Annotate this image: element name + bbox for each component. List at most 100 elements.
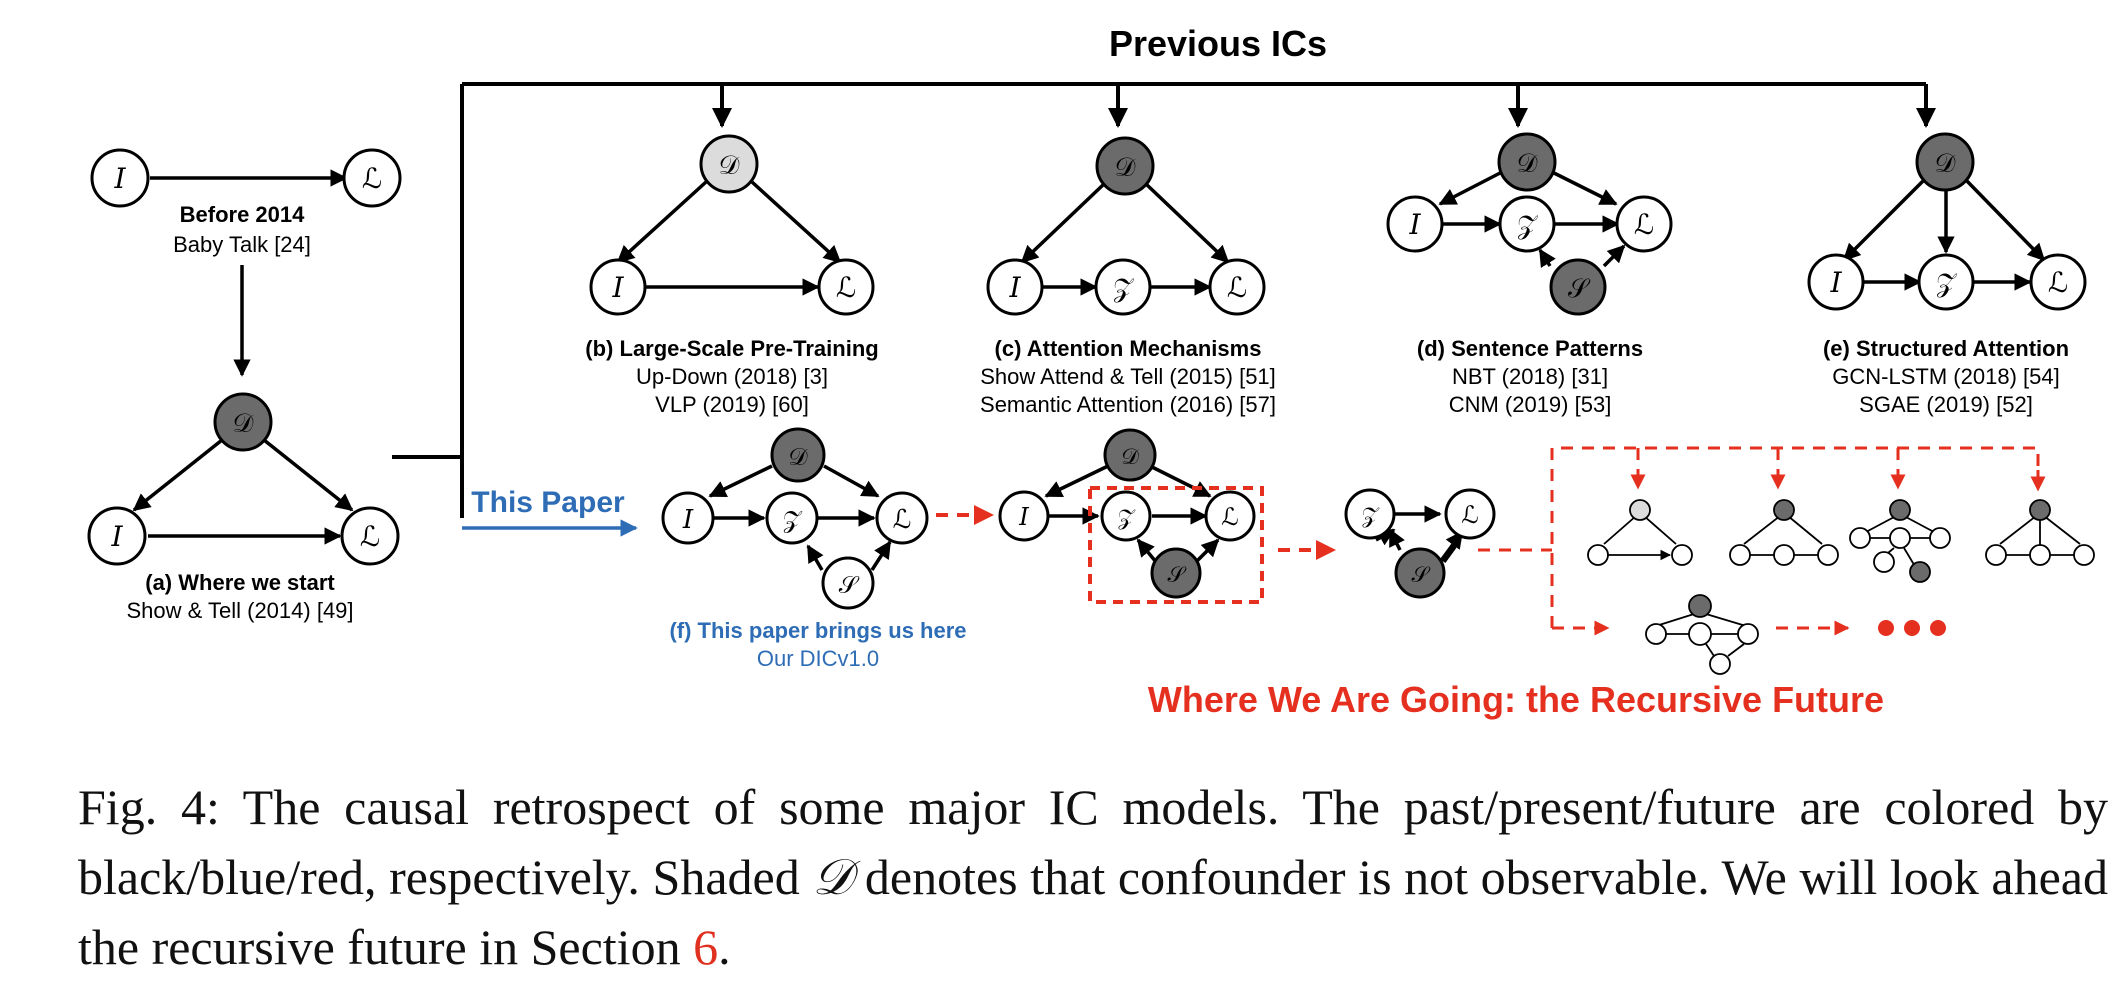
node-d-shaded: 𝒟	[213, 392, 273, 452]
svg-text:ℒ: ℒ	[362, 162, 382, 195]
svg-text:𝒮: 𝒮	[1167, 563, 1186, 588]
figure-caption: Fig. 4: The causal retrospect of some ma…	[78, 772, 2108, 982]
node-i: I	[1386, 195, 1444, 253]
node-z: 𝒵	[1498, 195, 1556, 253]
svg-text:ℒ: ℒ	[836, 271, 856, 304]
svg-text:𝒮: 𝒮	[1568, 274, 1591, 304]
svg-text:𝒟: 𝒟	[1935, 149, 1956, 179]
svg-text:𝒟: 𝒟	[1115, 153, 1136, 183]
panel-b-title: (b) Large-Scale Pre-Training	[585, 336, 878, 361]
panel-b-line1: Up-Down (2018) [3]	[636, 364, 828, 389]
panel-e-title: (e) Structured Attention	[1823, 336, 2069, 361]
panel-e-structured-attention: 𝒟 I 𝒵 ℒ (e) Structured Attention GCN-LST…	[1807, 132, 2087, 417]
svg-text:𝒵: 𝒵	[1362, 504, 1380, 529]
this-paper-arrow: This Paper	[462, 486, 638, 537]
svg-text:ℒ: ℒ	[2048, 266, 2068, 299]
node-i: I	[1807, 253, 1865, 311]
node-d-shaded: 𝒟	[1497, 132, 1557, 192]
node-l: ℒ	[1615, 195, 1673, 253]
svg-text:𝒟: 𝒟	[788, 443, 808, 471]
svg-text:𝒮: 𝒮	[839, 571, 860, 599]
svg-text:I: I	[1018, 503, 1029, 531]
svg-text:I: I	[110, 520, 123, 553]
panel-b-line2: VLP (2019) [60]	[655, 392, 809, 417]
node-s: 𝒮	[821, 556, 875, 610]
previous-ics-title: Previous ICs	[1109, 23, 1327, 64]
panel-d-line2: CNM (2019) [53]	[1449, 392, 1612, 417]
panel-f-this-paper: 𝒟 I 𝒵 ℒ 𝒮 (f) This paper brings us here …	[661, 427, 967, 671]
svg-text:𝒟: 𝒟	[1121, 445, 1139, 470]
node-i: I	[998, 490, 1050, 542]
svg-text:𝒵: 𝒵	[1113, 274, 1134, 304]
mini-graph-e	[1985, 499, 2095, 566]
svg-text:𝒵: 𝒵	[1936, 269, 1957, 299]
svg-text:I: I	[682, 505, 694, 535]
node-l: ℒ	[342, 148, 402, 208]
node-l: ℒ	[1444, 488, 1496, 540]
mini-graph-c	[1729, 499, 1839, 566]
svg-text:𝒟: 𝒟	[719, 151, 740, 181]
svg-text:ℒ: ℒ	[1227, 271, 1247, 304]
node-i: I	[90, 148, 150, 208]
svg-text:𝒮: 𝒮	[1411, 563, 1430, 588]
future-label: Where We Are Going: the Recursive Future	[1148, 679, 1884, 720]
svg-text:𝒟: 𝒟	[233, 409, 254, 439]
node-s-shaded: 𝒮	[1549, 258, 1607, 316]
node-l: ℒ	[1208, 258, 1266, 316]
node-s-shaded: 𝒮	[1150, 547, 1202, 599]
caption-prefix: Fig. 4: The causal retrospect of some ma…	[78, 779, 2108, 905]
node-d-shaded: 𝒟	[1095, 136, 1155, 196]
svg-text:𝒟: 𝒟	[1517, 149, 1538, 179]
recursive-box	[1088, 486, 1264, 604]
panel-d-title: (d) Sentence Patterns	[1417, 336, 1643, 361]
svg-text:ℒ: ℒ	[1221, 503, 1238, 531]
baby-talk-label: Baby Talk [24]	[173, 232, 311, 257]
node-l: ℒ	[875, 491, 929, 545]
panel-b-large-scale-pretraining: 𝒟 I ℒ (b) Large-Scale Pre-Training Up-Do…	[585, 134, 879, 417]
node-z: 𝒵	[1917, 253, 1975, 311]
panel-a-title: (a) Where we start	[145, 570, 335, 595]
node-z: 𝒵	[765, 491, 819, 545]
node-i: I	[87, 506, 147, 566]
future-step-2-graph: 𝒵 ℒ 𝒮	[1344, 488, 1496, 599]
panel-a-subtitle: Show & Tell (2014) [49]	[126, 598, 353, 623]
panel-c-attention-mechanisms: 𝒟 I 𝒵 ℒ (c) Attention Mechanisms Show At…	[980, 136, 1276, 417]
svg-text:I: I	[1008, 271, 1021, 304]
panel-e-line1: GCN-LSTM (2018) [54]	[1832, 364, 2059, 389]
node-s-shaded: 𝒮	[1394, 547, 1446, 599]
node-i: I	[661, 491, 715, 545]
node-z: 𝒵	[1094, 258, 1152, 316]
section-ref-link[interactable]: 6	[693, 919, 719, 975]
ellipsis-dots	[1878, 620, 1946, 636]
svg-text:𝒵: 𝒵	[783, 506, 803, 534]
node-l: ℒ	[1204, 490, 1256, 542]
svg-text:I: I	[611, 271, 624, 304]
panel-c-line2: Semantic Attention (2016) [57]	[980, 392, 1276, 417]
node-z: 𝒵	[1100, 490, 1152, 542]
panel-before-2014: I ℒ Before 2014 Baby Talk [24]	[90, 148, 402, 377]
svg-text:𝒵: 𝒵	[1118, 506, 1136, 531]
panel-f-subtitle: Our DICv1.0	[757, 646, 879, 671]
node-z: 𝒵	[1344, 488, 1396, 540]
panel-a-where-we-start: 𝒟 I ℒ (a) Where we start Show & Tell (20…	[87, 392, 400, 623]
svg-text:𝒵: 𝒵	[1517, 211, 1538, 241]
caption-suffix: .	[718, 919, 731, 975]
panel-d-sentence-patterns: 𝒟 I 𝒵 ℒ 𝒮 (d) Sentence Patterns NBT (201…	[1386, 132, 1673, 417]
before-2014-label: Before 2014	[180, 202, 306, 227]
svg-text:I: I	[1408, 208, 1421, 241]
future-step-1-graph: 𝒟 I 𝒵 ℒ 𝒮	[998, 428, 1264, 604]
svg-text:ℒ: ℒ	[893, 505, 912, 535]
node-i: I	[986, 258, 1044, 316]
node-d-light: 𝒟	[699, 134, 759, 194]
node-l: ℒ	[817, 258, 875, 316]
panel-e-line2: SGAE (2019) [52]	[1859, 392, 2033, 417]
node-d-shaded: 𝒟	[770, 427, 826, 483]
svg-text:ℒ: ℒ	[1634, 208, 1654, 241]
mini-graph-d	[1849, 499, 1951, 583]
mini-graph-b	[1587, 499, 1693, 566]
caption-symbol: 𝒟	[812, 848, 853, 906]
svg-text:ℒ: ℒ	[1461, 501, 1478, 529]
panel-f-title: (f) This paper brings us here	[669, 618, 966, 643]
panel-c-title: (c) Attention Mechanisms	[995, 336, 1262, 361]
